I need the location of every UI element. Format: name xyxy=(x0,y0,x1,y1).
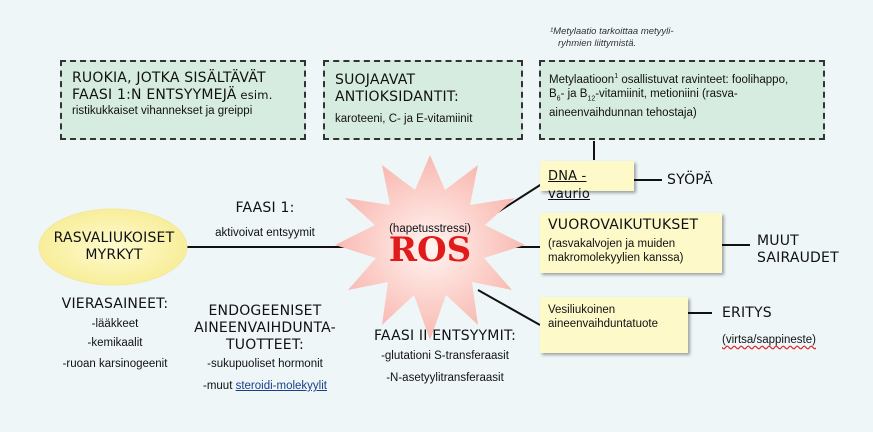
interactions-sub1: (rasvakalvojen ja muiden xyxy=(548,238,676,250)
interactions-box: VUOROVAIKUTUKSET (rasvakalvojen ja muide… xyxy=(540,213,722,273)
connector-ros-to-excretion xyxy=(477,289,541,326)
foreign-item-2: -kemikaalit xyxy=(87,337,143,349)
phase1-sub: aktivoivat entsyymit xyxy=(215,227,315,239)
toxins-label: RASVALIUKOISET MYRKYT xyxy=(44,230,184,264)
antiox-title-line2: ANTIOKSIDANTIT: xyxy=(335,89,459,105)
dna-label: DNA -vaurio xyxy=(548,169,591,202)
water-soluble-line1: Vesiliukoinen xyxy=(548,304,616,316)
excretion-sub: (virtsa/sappineste) xyxy=(722,334,816,346)
food-title-line1: RUOKIA, JOTKA SISÄLTÄVÄT xyxy=(72,70,266,86)
phase1-label: FAASI 1: aktivoivat entsyymit xyxy=(200,200,330,240)
steroid-link[interactable]: steroidi-molekyylit xyxy=(235,380,327,392)
other-diseases-line1: MUUT xyxy=(757,233,799,249)
phase2-title: FAASI II ENTSYYMIT: xyxy=(373,328,517,344)
methyl-line1: Metylaatioon1 osallistuvat ravinteet: fo… xyxy=(549,73,789,86)
ros-subtitle: (hapetusstressi) xyxy=(389,223,471,235)
interactions-title: VUOROVAIKUTUKSET xyxy=(548,217,699,233)
water-soluble-line2: aineenvaihduntatuote xyxy=(548,318,658,330)
endo-line2: AINEENVAIHDUNTA- xyxy=(194,320,336,336)
phase1-title: FAASI 1: xyxy=(235,200,295,216)
methyl-line2: B6- ja B12-vitamiinit, metioniini (rasva… xyxy=(549,87,738,103)
methylation-box: Metylaatioon1 osallistuvat ravinteet: fo… xyxy=(539,60,825,140)
foreign-title: VIERASAINEET: xyxy=(61,296,169,312)
methyl-line3: aineenvaihdunnan tehostaja) xyxy=(549,107,697,120)
other-diseases-label: MUUT SAIRAUDET xyxy=(757,233,839,267)
footnote-line2: ryhmien liittymistä. xyxy=(558,38,637,49)
excretion-label: ERITYS xyxy=(722,305,772,321)
toxins-line2: MYRKYT xyxy=(85,247,143,263)
foreign-item-1: -lääkkeet xyxy=(91,318,139,330)
foreign-substances: VIERASAINEET: -lääkkeet -kemikaalit -ruo… xyxy=(40,296,190,371)
toxins-line1: RASVALIUKOISET xyxy=(53,230,175,246)
antiox-examples: karoteeni, C- ja E-vitamiinit xyxy=(335,113,473,125)
foreign-item-3: -ruoan karsinogeenit xyxy=(62,358,168,370)
water-soluble-box: Vesiliukoinen aineenvaihduntatuote xyxy=(540,297,688,353)
endo-line3: TUOTTEET: xyxy=(226,337,304,353)
footnote: ¹Metylaatio tarkoittaa metyyli- ryhmien … xyxy=(550,26,674,50)
endo-line1: ENDOGEENISET xyxy=(208,303,322,319)
food-title-line2: FAASI 1:N ENTSYYMEJÄ esim. xyxy=(72,87,273,103)
interactions-sub2: makromolekyylien kanssa) xyxy=(548,252,684,264)
phase2-item-1: -glutationi S-transferaasit xyxy=(381,350,509,362)
antioxidants-box: SUOJAAVAT ANTIOKSIDANTIT: karoteeni, C- … xyxy=(323,60,523,140)
footnote-line1: ¹Metylaatio tarkoittaa metyyli- xyxy=(550,26,674,37)
toxins-ellipse xyxy=(38,208,188,286)
cancer-label: SYÖPÄ xyxy=(667,172,713,188)
food-examples: ristikukkaiset vihannekset ja greippi xyxy=(72,105,253,117)
endogenous-products: ENDOGEENISET AINEENVAIHDUNTA- TUOTTEET: … xyxy=(190,303,340,393)
phase2-label: FAASI II ENTSYYMIT: -glutationi S-transf… xyxy=(360,328,530,385)
food-enzymes-box: RUOKIA, JOTKA SISÄLTÄVÄT FAASI 1:N ENTSY… xyxy=(60,60,306,140)
phase2-item-2: -N-asetyylitransferaasit xyxy=(386,372,504,384)
ros-burst xyxy=(335,155,525,340)
ros-label: ROS xyxy=(388,230,472,270)
endo-item-2: -muut steroidi-molekyylit xyxy=(203,380,327,392)
endo-item-1: -sukupuoliset hormonit xyxy=(207,358,323,370)
other-diseases-line2: SAIRAUDET xyxy=(757,250,839,266)
dna-damage-box: DNA -vaurio xyxy=(540,161,634,202)
antiox-title-line1: SUOJAAVAT xyxy=(335,72,416,88)
